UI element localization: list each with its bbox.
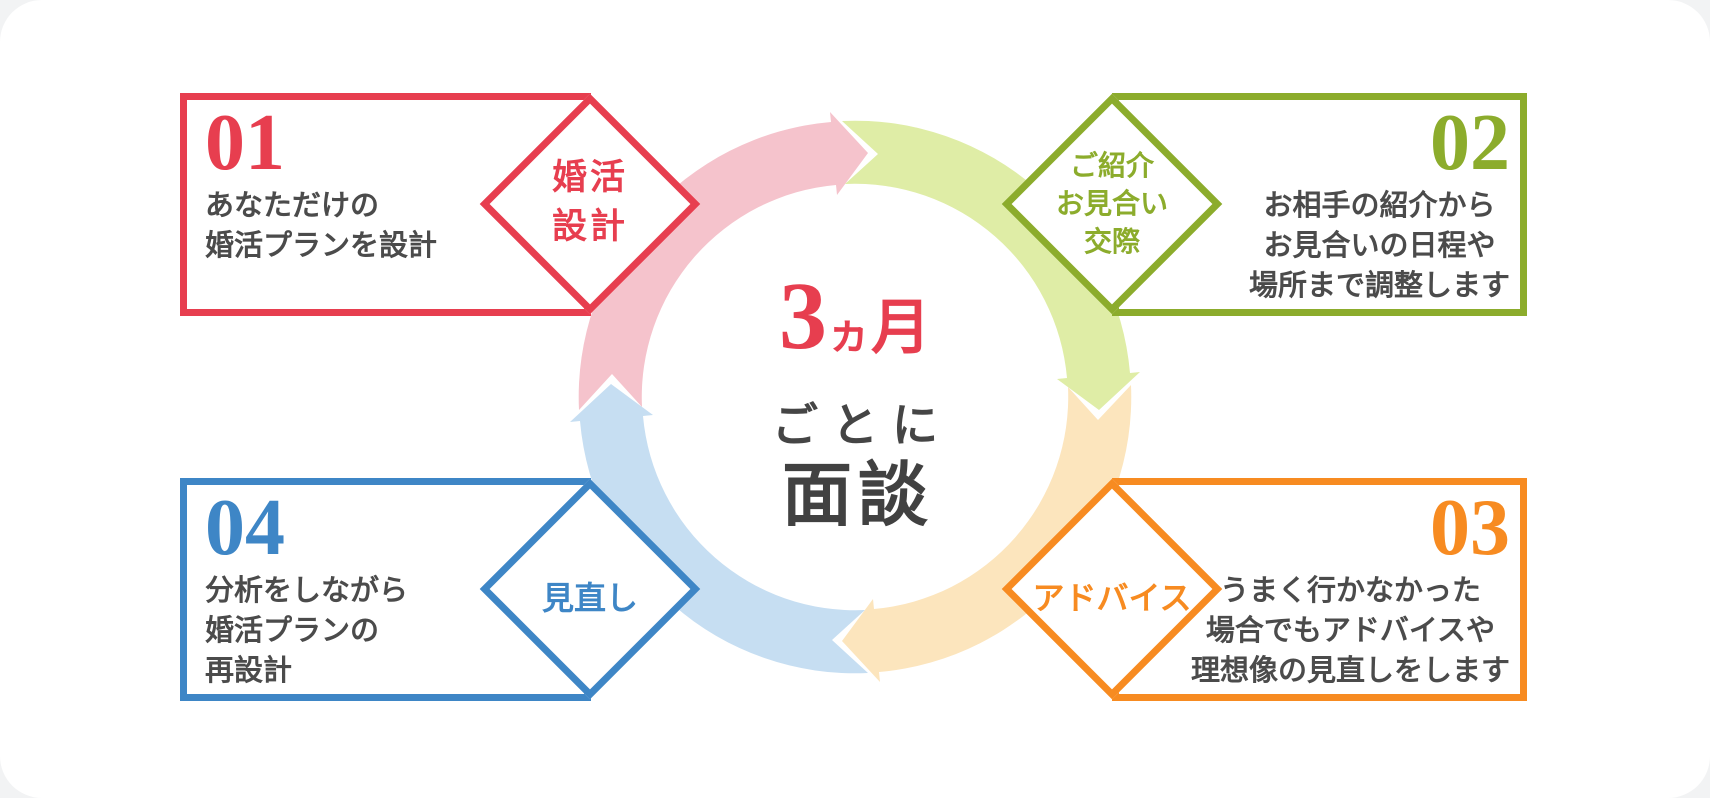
center-headline-mendan: 面談 xyxy=(782,458,934,535)
diamond-label-line: 設計 xyxy=(551,207,628,246)
center-headline-months: 3ヵ月 xyxy=(605,266,1105,394)
cycle-arc-green xyxy=(842,120,1140,410)
cycle-arc-orange xyxy=(842,385,1132,682)
diamond-label-01: 婚活 設計 xyxy=(490,153,690,251)
step-description-03: うまく行かなかった 場合でもアドバイスや 理想像の見直しをします xyxy=(1190,575,1510,687)
diamond-label-line: お見合い xyxy=(1055,188,1168,220)
center-month-unit: 月 xyxy=(871,295,931,361)
cycle-arc-pink xyxy=(578,112,868,410)
center-headline-gotoni: ごとに xyxy=(772,400,952,451)
step-text-01: 01 あなただけの 婚活プランを設計 xyxy=(205,103,437,266)
step-text-04: 04 分析をしながら 婚活プランの 再設計 xyxy=(205,488,408,691)
diamond-label-line: 交際 xyxy=(1083,226,1140,258)
step-number-01: 01 xyxy=(205,99,285,187)
step-number-02: 02 xyxy=(1430,99,1510,187)
diamond-label-line: ご紹介 xyxy=(1069,150,1154,181)
step-text-03: 03 うまく行かなかった 場合でもアドバイスや 理想像の見直しをします xyxy=(1191,488,1510,691)
cycle-arc-blue xyxy=(570,384,868,674)
step-number-03: 03 xyxy=(1430,484,1510,572)
step-description-02: お相手の紹介から お見合いの日程や 場所まで調整します xyxy=(1248,190,1510,302)
diamond-label-04: 見直し xyxy=(490,573,690,619)
center-headline: 3ヵ月 ごとに 面談 xyxy=(605,266,1105,534)
step-description-04: 分析をしながら 婚活プランの 再設計 xyxy=(205,575,409,687)
diamond-label-02: ご紹介 お見合い 交際 xyxy=(1012,147,1212,261)
diamond-label-03: アドバイス xyxy=(1012,573,1212,619)
diamond-label-line: アドバイス xyxy=(1032,580,1192,616)
center-month-number: 3 xyxy=(779,262,827,369)
step-text-02: 02 お相手の紹介から お見合いの日程や 場所まで調整します xyxy=(1249,103,1510,306)
diamond-label-line: 婚活 xyxy=(551,158,628,197)
diamond-label-line: 見直し xyxy=(541,580,638,616)
step-number-04: 04 xyxy=(205,484,285,572)
center-month-counter: ヵ xyxy=(827,309,871,358)
step-card-03 xyxy=(1112,478,1527,701)
step-description-01: あなただけの 婚活プランを設計 xyxy=(205,190,438,262)
